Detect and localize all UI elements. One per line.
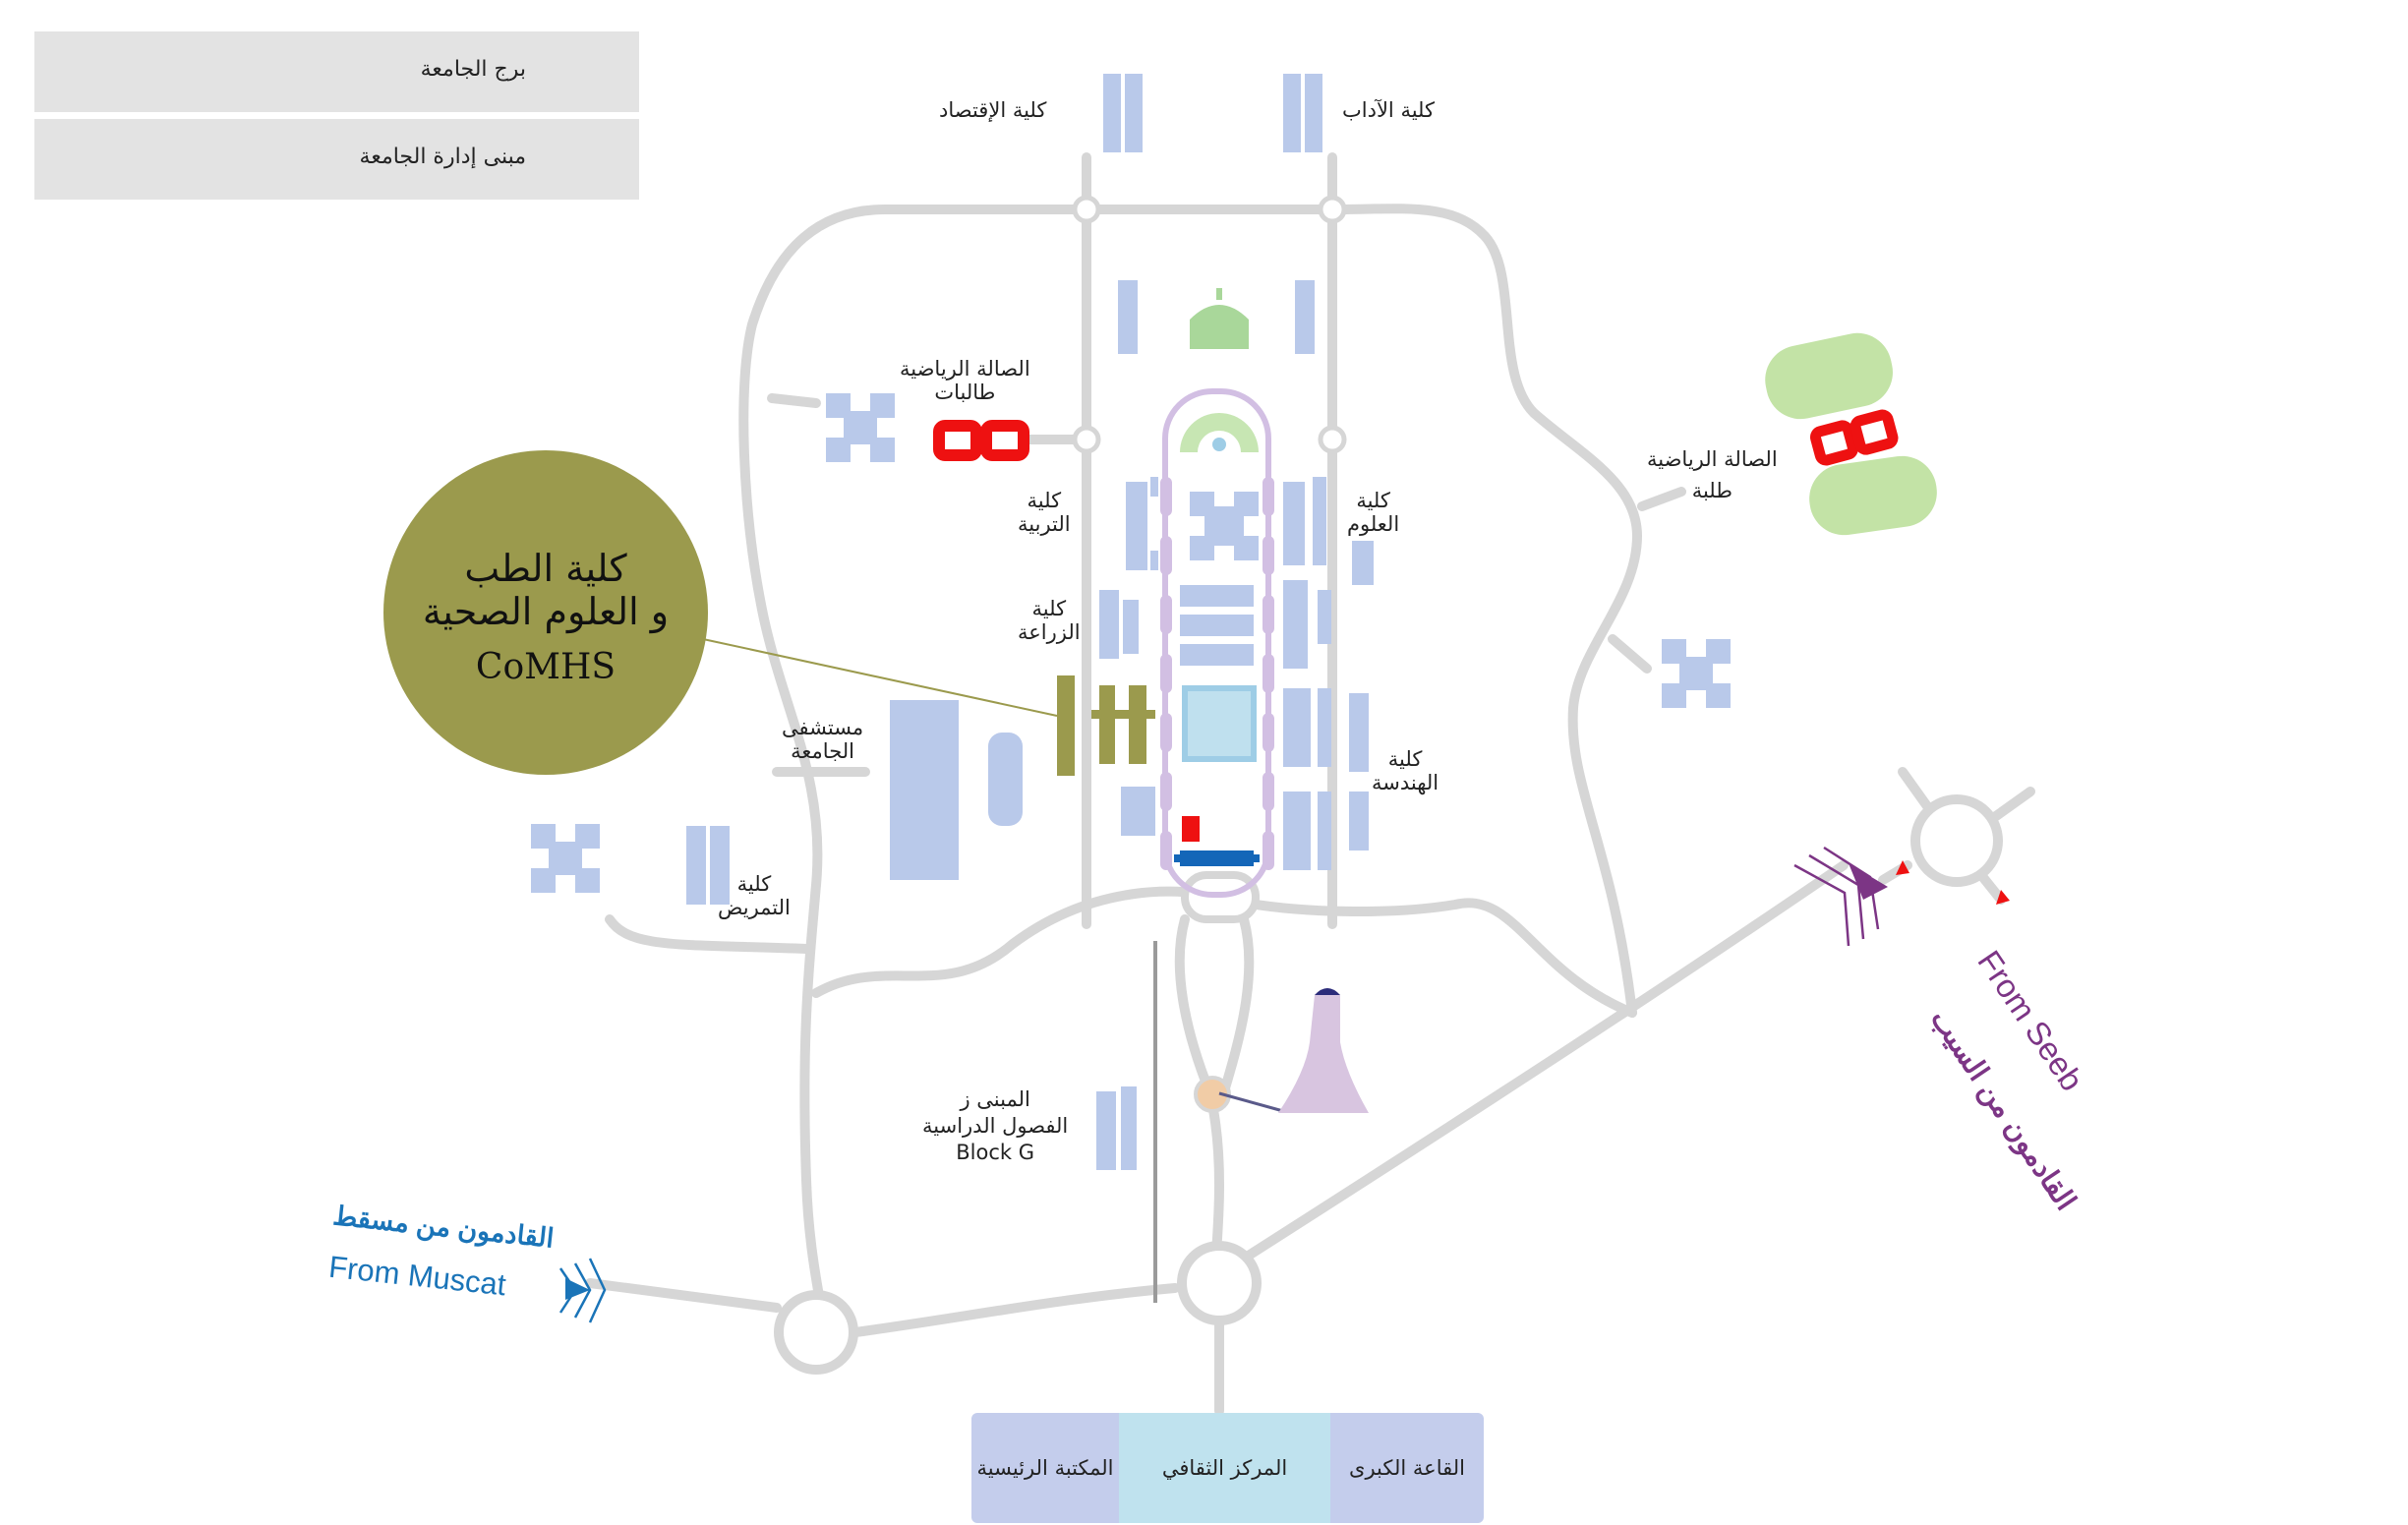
blockg-building: [1096, 1091, 1116, 1170]
male-gym: [1810, 409, 1899, 466]
east-ring-road: [1082, 204, 1643, 1018]
label-science: كلية العلوم: [1347, 489, 1400, 536]
label-hospital: مستشفى الجامعة: [782, 716, 864, 763]
x-block-nw: [826, 393, 895, 462]
mall-pods: [1160, 477, 1274, 870]
mosque: [1190, 288, 1249, 349]
seeb-spoke-ne: [1991, 787, 2035, 821]
comhs-ar-line2: و العلوم الصحية: [422, 590, 670, 633]
bottom-cultural-center[interactable]: المركز الثقافي: [1119, 1413, 1330, 1523]
amphitheater: [1180, 413, 1259, 452]
legend-row-admin: مبنى إدارة الجامعة: [34, 119, 639, 200]
label-male-gym: الصالة الرياضية طلبة: [1647, 447, 1778, 502]
label-nursing: كلية التمريض: [718, 872, 791, 919]
roundabout-seeb: [1910, 794, 2003, 887]
roundabout-south: [1177, 1241, 1262, 1325]
female-gym: [933, 420, 1029, 461]
mosque-side-east: [1295, 280, 1315, 354]
legend-row-tower: برج الجامعة: [34, 31, 639, 112]
red-marker: [1182, 816, 1200, 842]
south-connector: [851, 1283, 1180, 1337]
nursing-building: [686, 826, 706, 905]
label-engineering: كلية الهندسة: [1372, 747, 1439, 794]
west-spur-1: [767, 393, 821, 408]
tower-site: [1194, 1076, 1231, 1113]
label-education: كلية التربية: [1018, 489, 1071, 536]
engineering-building-1: [1283, 688, 1311, 767]
central-block-1: [1180, 585, 1254, 607]
male-gym-spur: [1637, 487, 1686, 511]
comhs-buildings: [1057, 675, 1155, 776]
bottom-library[interactable]: المكتبة الرئيسية: [971, 1413, 1119, 1523]
engineering-building-2: [1349, 693, 1369, 772]
grass-field-1: [1765, 332, 1893, 420]
economics-building: [1103, 74, 1121, 152]
central-block-2: [1283, 580, 1308, 669]
roundabout-science: [1318, 425, 1347, 454]
roundabout-arts: [1318, 195, 1347, 224]
seeb-spoke-s: [1976, 870, 2006, 905]
x-block-sw: [531, 824, 600, 893]
central-mall-loop: [1162, 388, 1271, 898]
x-block-east: [1662, 639, 1731, 708]
label-agriculture: كلية الزراعة: [1018, 597, 1081, 644]
west-ring-road: [738, 205, 1091, 1313]
small-block-sw: [1121, 787, 1155, 836]
courtyard-square: [1182, 685, 1257, 762]
roundabout-muscat: [774, 1290, 858, 1375]
label-arts: كلية الآداب: [1342, 98, 1435, 122]
campus-buildings: [531, 74, 1731, 1170]
central-x-block: [1190, 492, 1259, 560]
admin-building: [1180, 850, 1254, 866]
comhs-callout[interactable]: كلية الطب و العلوم الصحية CoMHS: [383, 450, 708, 775]
mosque-side-west: [1118, 280, 1138, 354]
arts-building: [1283, 74, 1301, 152]
grass-field-2: [1809, 455, 1937, 536]
comhs-ar-line1: كلية الطب: [464, 547, 627, 590]
hospital-block-3: [988, 733, 1023, 826]
muscat-road: [585, 1278, 782, 1313]
roundabouts: [774, 195, 2003, 1375]
central-axis-east: [1219, 914, 1255, 1096]
comhs-en: CoMHS: [475, 647, 617, 687]
east-block-spur: [1608, 634, 1652, 674]
comhs-pointer: [702, 638, 1058, 717]
seeb-spoke-n: [1898, 767, 1932, 811]
label-blockg: المبنى ز الفصول الدراسية Block G: [922, 1087, 1069, 1164]
science-building-2: [1352, 541, 1374, 585]
hospital-block-1: [890, 700, 959, 793]
legend-admin-label: مبنى إدارة الجامعة: [359, 145, 526, 169]
bottom-grand-hall[interactable]: القاعة الكبرى: [1330, 1413, 1484, 1523]
nursing-spur: [605, 914, 811, 954]
seeb-road: [1239, 860, 1849, 1263]
hospital-block-2: [890, 792, 959, 880]
legend-tower-label: برج الجامعة: [420, 57, 526, 82]
education-building: [1126, 482, 1147, 570]
tower-illustration: [1278, 988, 1369, 1113]
roundabout-economics: [1072, 195, 1101, 224]
label-female-gym: الصالة الرياضية طالبات: [900, 357, 1030, 404]
roundabout-education: [1072, 425, 1101, 454]
science-building-1: [1283, 482, 1305, 565]
agriculture-building: [1099, 590, 1119, 659]
label-economics: كلية الإقتصاد: [939, 98, 1047, 122]
